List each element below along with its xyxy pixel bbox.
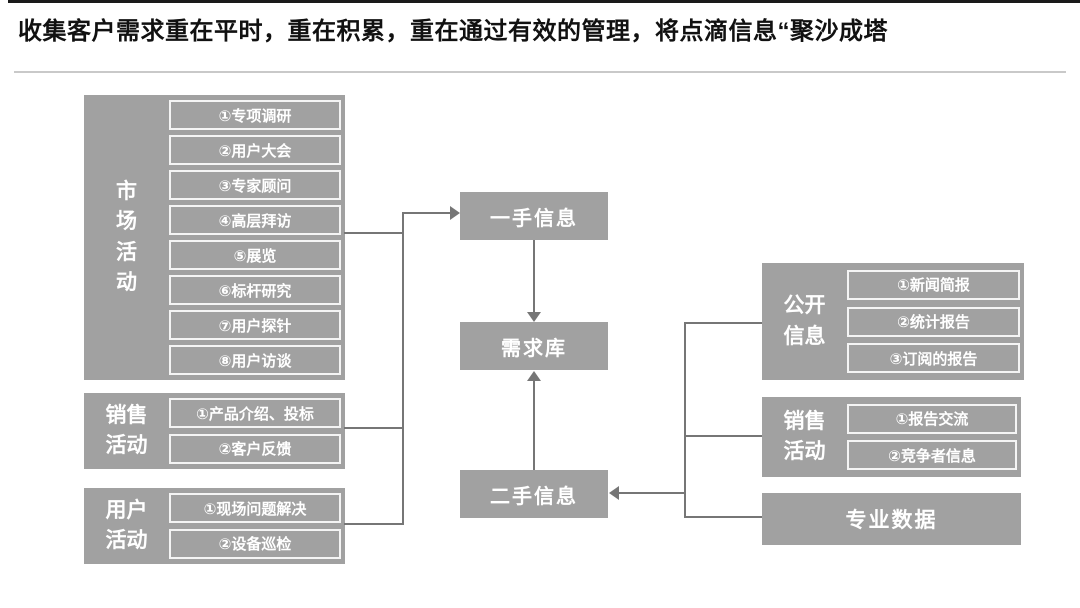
node-requirements-library: 需求库	[460, 322, 608, 370]
public-branch-line	[686, 322, 762, 324]
title-divider	[14, 71, 1066, 73]
group-label-public: 公开信息	[783, 294, 826, 348]
list-item: ①产品介绍、投标	[169, 398, 341, 429]
group-label-zone: 公开信息	[762, 263, 847, 380]
list-item: ⑦用户探针	[169, 310, 341, 340]
group-label-sales-left: 销售活动	[105, 403, 148, 457]
market-branch-line	[344, 232, 402, 234]
group-items: ①现场问题解决 ②设备巡检	[169, 488, 345, 564]
arrowhead-left-icon	[609, 486, 619, 500]
list-item: ⑥标杆研究	[169, 275, 341, 305]
list-item: ⑧用户访谈	[169, 345, 341, 375]
group-label-zone: 市场活动	[84, 95, 169, 380]
list-item: ②用户大会	[169, 135, 341, 165]
arrow-line-to-first-hand	[402, 212, 451, 214]
group-items: ①报告交流 ②竞争者信息	[847, 397, 1021, 477]
group-items: ①产品介绍、投标 ②客户反馈	[169, 393, 345, 469]
group-market-activities: 市场活动 ①专项调研 ②用户大会 ③专家顾问 ④高层拜访 ⑤展览 ⑥标杆研究 ⑦…	[84, 95, 345, 380]
slide-top-border	[8, 0, 1080, 3]
group-items: ①专项调研 ②用户大会 ③专家顾问 ④高层拜访 ⑤展览 ⑥标杆研究 ⑦用户探针 …	[169, 95, 345, 380]
list-item: ②客户反馈	[169, 433, 341, 464]
group-items: ①新闻简报 ②统计报告 ③订阅的报告	[847, 263, 1024, 380]
node-first-hand-info: 一手信息	[460, 192, 608, 240]
group-label-zone: 销售活动	[762, 397, 847, 477]
arrowhead-up-icon	[527, 371, 541, 381]
list-item: ①报告交流	[847, 403, 1017, 434]
arrow-line-first-to-library	[533, 240, 535, 313]
group-sales-activities-right: 销售活动 ①报告交流 ②竞争者信息	[762, 397, 1021, 477]
group-label-market: 市场活动	[116, 179, 137, 294]
list-item: ①专项调研	[169, 100, 341, 130]
professional-branch-line	[686, 516, 762, 518]
list-item: ①现场问题解决	[169, 493, 341, 524]
group-sales-activities-left: 销售活动 ①产品介绍、投标 ②客户反馈	[84, 393, 345, 469]
list-item: ④高层拜访	[169, 205, 341, 235]
group-label-zone: 用户活动	[84, 488, 169, 564]
page-title: 收集客户需求重在平时，重在积累，重在通过有效的管理，将点滴信息“聚沙成塔	[18, 18, 888, 45]
arrow-line-to-second-hand	[619, 492, 684, 494]
group-label-zone: 销售活动	[84, 393, 169, 469]
arrowhead-right-icon	[450, 206, 460, 220]
group-professional-data: 专业数据	[762, 493, 1021, 545]
left-spine-line	[402, 212, 404, 525]
list-item: ③专家顾问	[169, 170, 341, 200]
user-branch-line	[344, 523, 402, 525]
list-item: ②统计报告	[847, 306, 1020, 337]
list-item: ②竞争者信息	[847, 440, 1017, 471]
arrow-line-second-to-library	[533, 380, 535, 470]
arrowhead-down-icon	[527, 312, 541, 322]
node-second-hand-info: 二手信息	[460, 470, 608, 518]
group-label-sales-right: 销售活动	[783, 409, 826, 463]
group-label-professional-data: 专业数据	[845, 509, 938, 532]
right-spine-line	[684, 322, 686, 518]
list-item: ②设备巡检	[169, 528, 341, 559]
sales-right-branch-line	[686, 435, 762, 437]
list-item: ③订阅的报告	[847, 343, 1020, 374]
sales-left-branch-line	[344, 427, 402, 429]
list-item: ⑤展览	[169, 240, 341, 270]
group-public-information: 公开信息 ①新闻简报 ②统计报告 ③订阅的报告	[762, 263, 1024, 380]
group-label-user: 用户活动	[105, 498, 148, 552]
group-user-activities: 用户活动 ①现场问题解决 ②设备巡检	[84, 488, 345, 564]
list-item: ①新闻简报	[847, 269, 1020, 300]
